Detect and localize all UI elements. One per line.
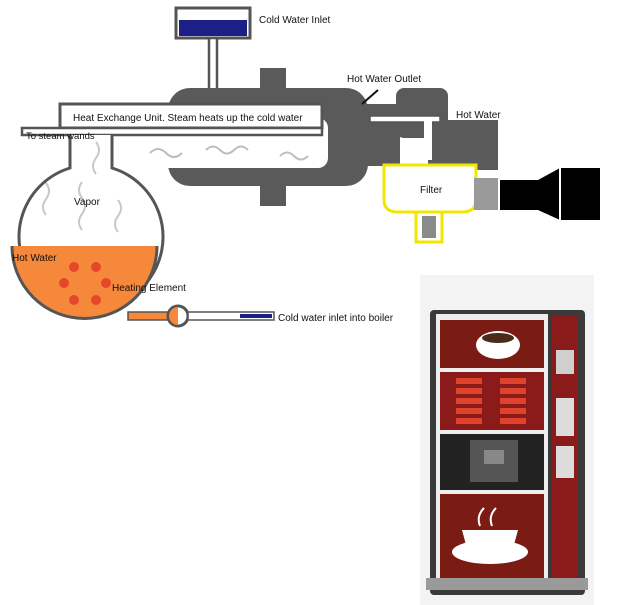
cold-water-inlet-label: Cold Water Inlet <box>259 15 331 26</box>
heat-exchanger <box>20 68 368 206</box>
hot-water-outlet <box>361 88 498 170</box>
boiler-inlet-pipe <box>127 304 275 328</box>
cold-water-tank <box>174 6 252 95</box>
filter <box>382 163 498 244</box>
boiler-inlet-label: Cold water inlet into boiler <box>278 313 394 324</box>
heating-element-dots <box>59 262 111 305</box>
steam-wands-label: To steam wands <box>26 131 95 142</box>
hot-water-outlet-label: Hot Water Outlet <box>347 74 421 85</box>
boiler-hot-water-label: Hot Water <box>12 253 57 264</box>
vapor-label: Vapor <box>74 197 101 208</box>
vending-machine-icon <box>420 275 594 605</box>
heating-element-label: Heating Element <box>112 283 186 294</box>
spout-icon <box>500 168 600 220</box>
heat-exchange-label: Heat Exchange Unit. Steam heats up the c… <box>73 113 303 124</box>
boiler <box>10 135 165 320</box>
filter-label: Filter <box>420 185 443 196</box>
hot-water-label: Hot Water <box>456 110 501 121</box>
